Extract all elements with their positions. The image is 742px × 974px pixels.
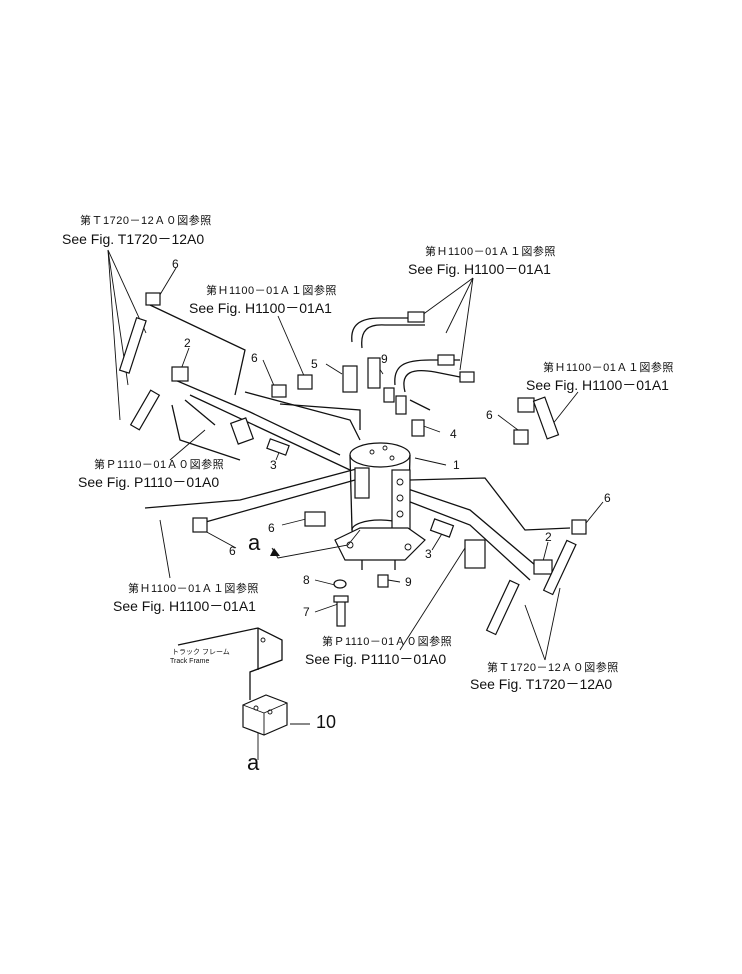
upper-hoses	[351, 311, 475, 411]
part-number-1: 1	[453, 458, 460, 472]
callout-tl-jp: 第Ｔ1720－12Ａ０図参照	[80, 215, 212, 227]
callout-bl-jp: 第Ｈ1100－01Ａ１図参照	[128, 583, 259, 595]
part-number-6-br: 6	[604, 491, 611, 505]
callout-tc-jp: 第Ｈ1100－01Ａ１図参照	[206, 285, 337, 297]
fittings	[118, 292, 587, 636]
callout-br-jp: 第Ｔ1720－12Ａ０図参照	[487, 662, 619, 674]
callout-br-en: See Fig. T1720－12A0	[470, 676, 613, 692]
callout-tr-jp: 第Ｈ1100－01Ａ１図参照	[425, 246, 556, 258]
callout-tl-en: See Fig. T1720－12A0	[62, 231, 205, 247]
part-number-4: 4	[450, 427, 457, 441]
callout-ml-jp: 第Ｐ1110－01Ａ０図参照	[94, 459, 225, 471]
callout-tc-en: See Fig. H1100－01A1	[189, 300, 332, 316]
part-number-2-right: 2	[545, 530, 552, 544]
part-number-6-tc: 6	[251, 351, 258, 365]
track-frame-label-jp: トラック フレーム	[172, 649, 230, 656]
leader-lines	[107, 249, 579, 661]
part-number-8: 8	[303, 573, 310, 587]
part-number-5: 5	[311, 357, 318, 371]
part-number-6-tl: 6	[172, 257, 179, 271]
callout-tr-en: See Fig. H1100－01A1	[408, 261, 551, 277]
callout-r-jp: 第Ｈ1100－01Ａ１図参照	[543, 362, 674, 374]
part-number-2-left: 2	[184, 336, 191, 350]
swivel-joint	[334, 442, 426, 570]
part-number-7: 7	[303, 605, 310, 619]
view-marker-a-top: a	[248, 530, 261, 555]
track-frame	[177, 627, 288, 736]
part-number-10: 10	[316, 712, 337, 732]
callout-r-en: See Fig. H1100－01A1	[526, 377, 669, 393]
part-number-9-bottom: 9	[405, 575, 412, 589]
callout-bc-jp: 第Ｐ1110－01Ａ０図参照	[322, 636, 453, 648]
part-number-6-bl: 6	[229, 544, 236, 558]
callout-bl-en: See Fig. H1100－01A1	[113, 598, 256, 614]
part-number-3-left: 3	[270, 458, 277, 472]
part-number-6-ml: 6	[268, 521, 275, 535]
part-number-3-right: 3	[425, 547, 432, 561]
hose-bundle	[144, 304, 571, 581]
callout-ml-en: See Fig. P1110－01A0	[78, 474, 220, 490]
view-marker-a-bottom: a	[247, 750, 260, 775]
track-frame-label-en: Track Frame	[170, 658, 210, 665]
part-number-6-r: 6	[486, 408, 493, 422]
part-number-9-top: 9	[381, 352, 388, 366]
callout-bc-en: See Fig. P1110－01A0	[305, 651, 447, 667]
